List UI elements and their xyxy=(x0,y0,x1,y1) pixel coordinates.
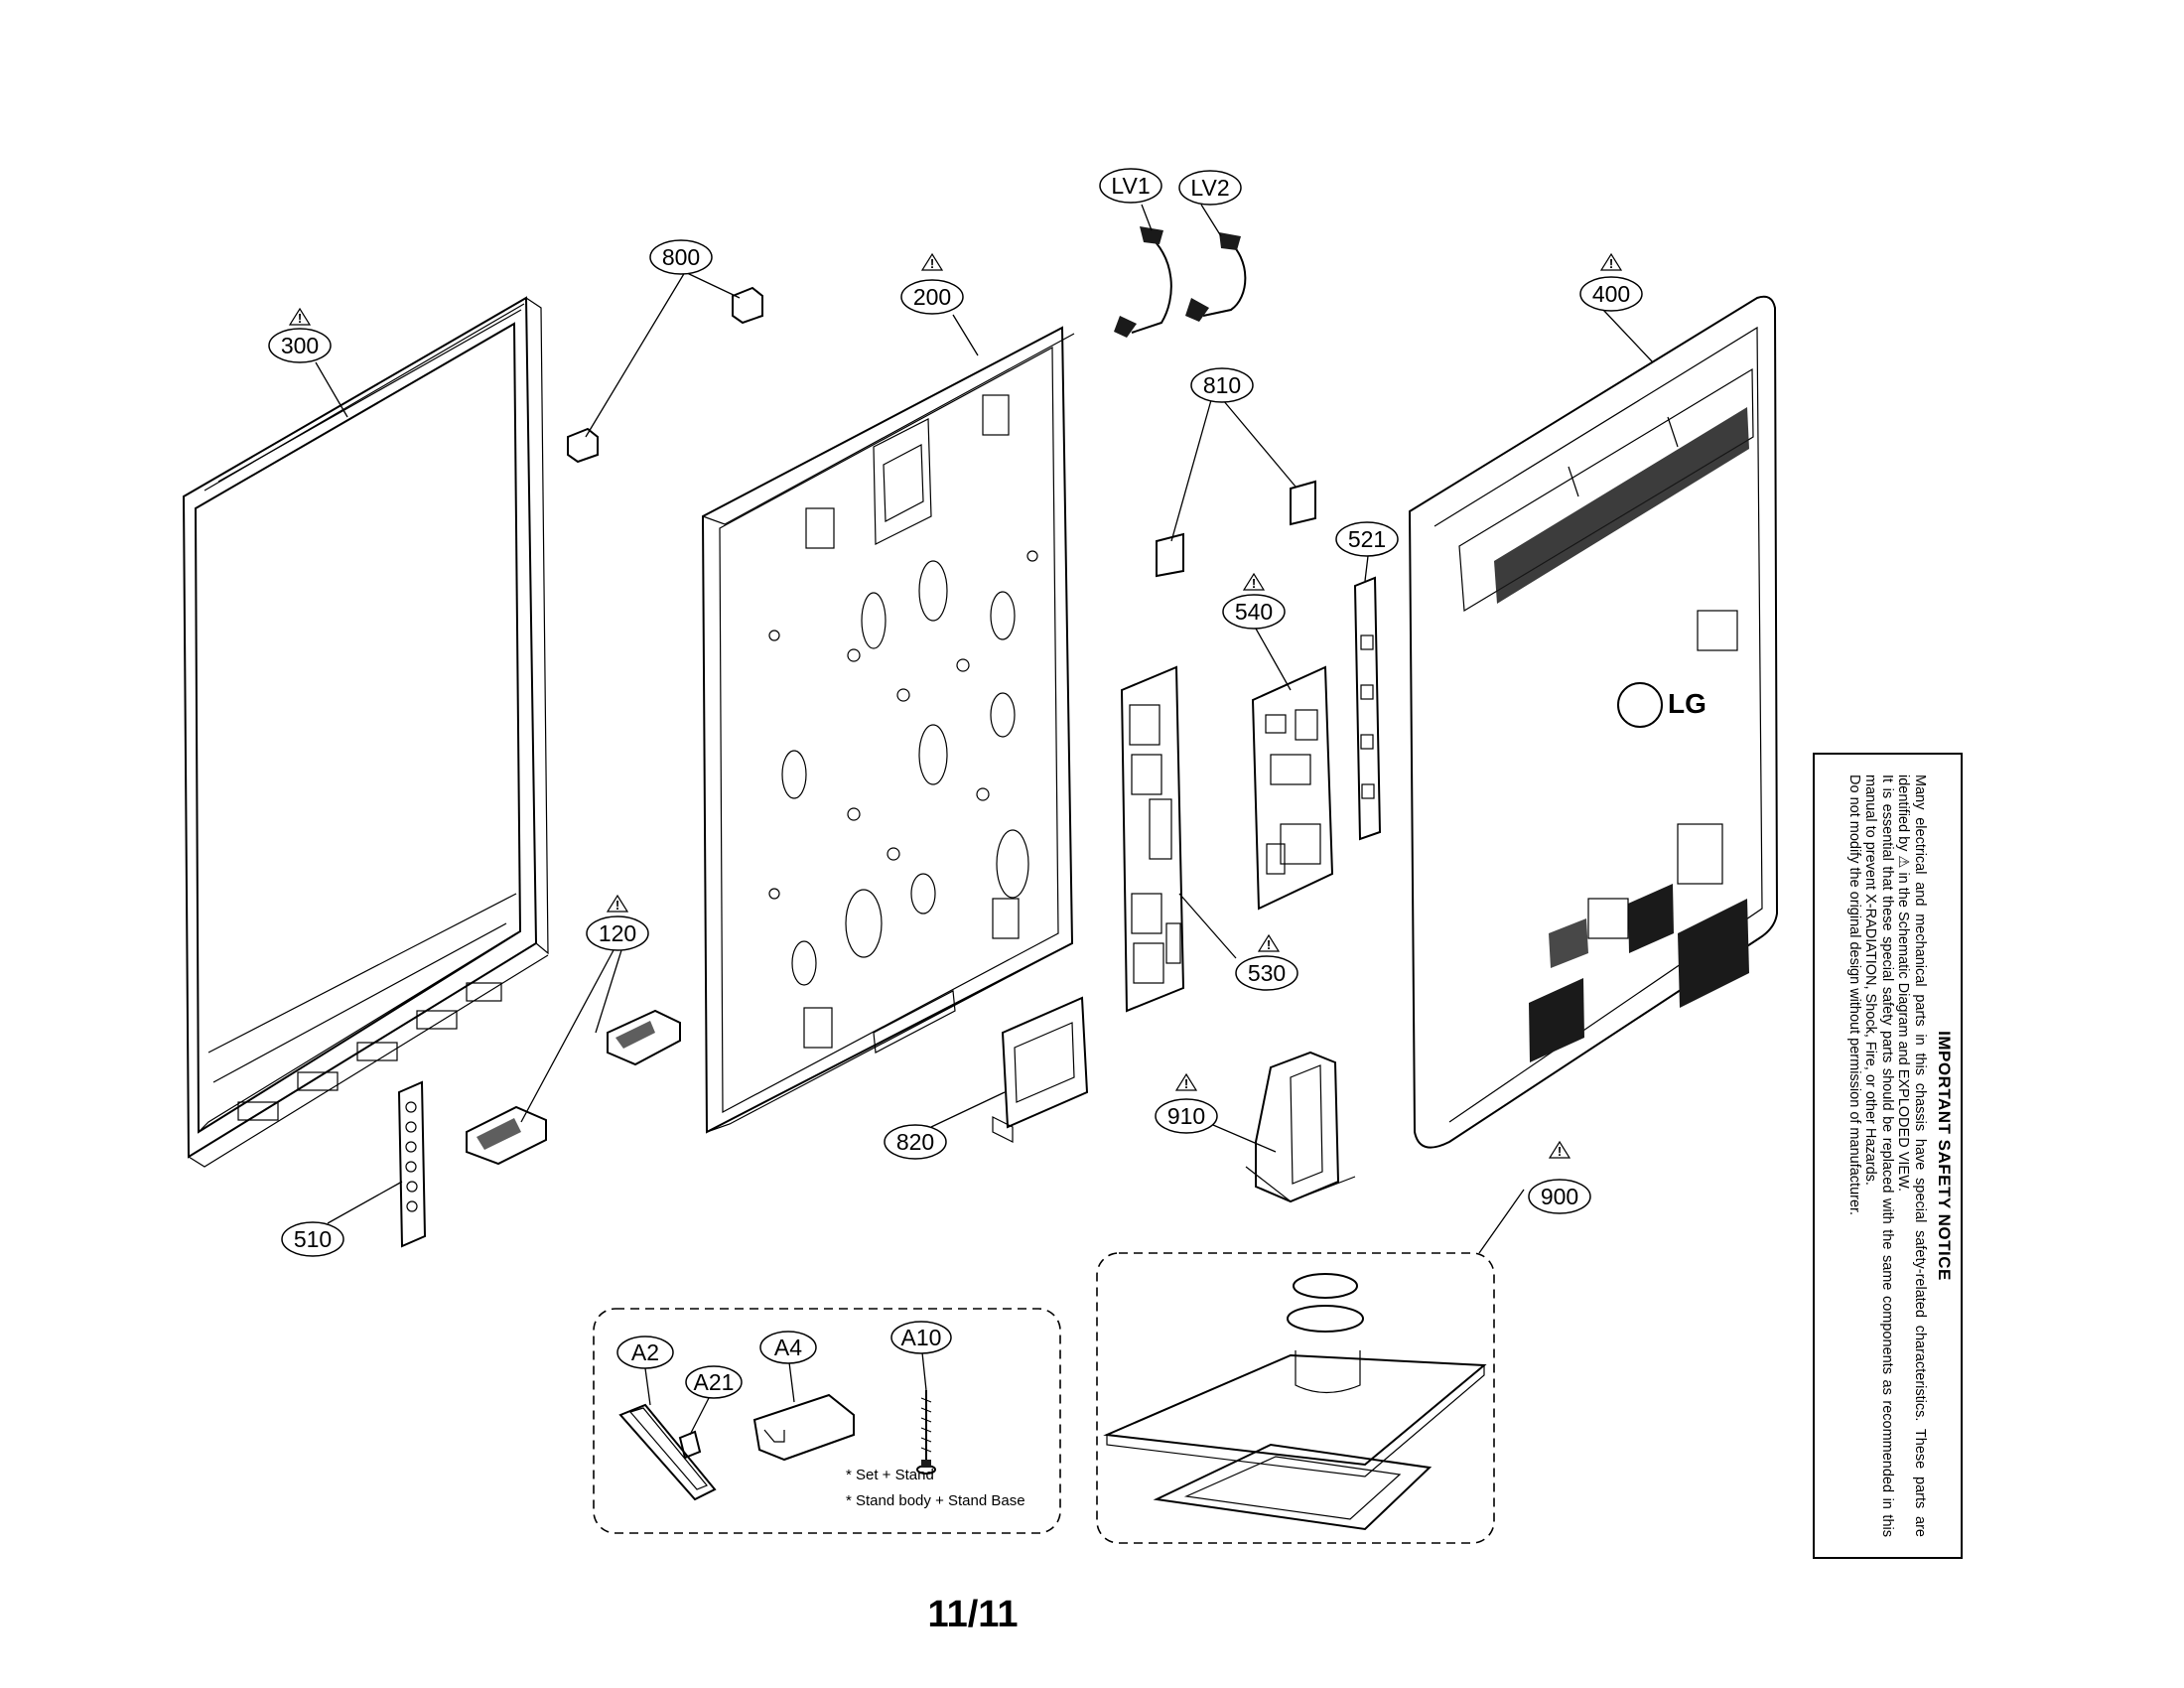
part-a10-screw xyxy=(916,1390,936,1475)
svg-text:A10: A10 xyxy=(901,1325,942,1350)
svg-text:!: ! xyxy=(1558,1144,1562,1159)
callout-a21: A21 xyxy=(685,1365,743,1399)
part-a4-hinge-cover xyxy=(752,1393,855,1462)
callout-lv2: LV2 xyxy=(1178,170,1242,206)
safety-notice-line-1: Many electrical and mechanical parts in … xyxy=(1895,774,1928,1537)
safety-notice-line-2: It is essential that these special safet… xyxy=(1862,774,1895,1537)
svg-text:400: 400 xyxy=(1592,281,1630,307)
safety-notice-content: IMPORTANT SAFETY NOTICE Many electrical … xyxy=(1819,769,1958,1543)
part-120-speakers xyxy=(466,1009,681,1166)
warning-icon-530: ! xyxy=(1257,933,1281,952)
svg-text:!: ! xyxy=(1609,256,1613,271)
warning-icon-300: ! xyxy=(288,307,312,326)
accessory-note-set-stand: * Set + Stand xyxy=(846,1467,934,1483)
warning-triangles: ! ! ! ! ! ! ! ! xyxy=(288,252,1623,1159)
callout-400: 400 xyxy=(1579,276,1643,312)
part-521-side-board xyxy=(1353,576,1382,841)
part-a21-tape xyxy=(678,1430,702,1460)
callout-530: 530 xyxy=(1235,955,1298,991)
part-510-control-board xyxy=(397,1080,427,1248)
callout-900: 900 xyxy=(1528,1179,1591,1214)
svg-text:120: 120 xyxy=(599,920,636,946)
warning-icon-910: ! xyxy=(1174,1072,1198,1091)
svg-text:!: ! xyxy=(615,898,619,913)
warning-icon-120: ! xyxy=(606,894,629,913)
svg-text:!: ! xyxy=(1267,937,1271,952)
svg-text:200: 200 xyxy=(913,284,951,310)
svg-text:A2: A2 xyxy=(631,1339,659,1365)
safety-notice-line-3: Do not modify the original design withou… xyxy=(1845,774,1862,1216)
accessory-note-stand-body-base: * Stand body + Stand Base xyxy=(846,1492,1025,1509)
svg-text:!: ! xyxy=(930,256,934,271)
warning-icon-900: ! xyxy=(1548,1140,1571,1159)
svg-text:LV2: LV2 xyxy=(1190,175,1229,201)
svg-text:LV1: LV1 xyxy=(1111,173,1150,199)
part-910-stand-body xyxy=(1245,1051,1356,1203)
callout-910: 910 xyxy=(1155,1098,1218,1134)
svg-text:510: 510 xyxy=(294,1226,332,1252)
page-number: 11/11 xyxy=(927,1594,1019,1635)
svg-text:A21: A21 xyxy=(694,1369,735,1395)
callout-540: 540 xyxy=(1222,594,1286,630)
callout-300: 300 xyxy=(268,328,332,363)
part-540-main-board xyxy=(1251,665,1334,911)
callout-800: 800 xyxy=(649,239,713,275)
svg-text:810: 810 xyxy=(1203,372,1241,398)
callout-810: 810 xyxy=(1190,367,1254,403)
svg-text:800: 800 xyxy=(662,244,700,270)
svg-text:!: ! xyxy=(298,311,302,326)
callout-510: 510 xyxy=(281,1221,344,1257)
svg-text:910: 910 xyxy=(1167,1103,1205,1129)
callout-120: 120 xyxy=(586,915,649,951)
svg-text:!: ! xyxy=(1252,576,1256,591)
part-900-stand-base xyxy=(1096,1252,1495,1544)
part-lv2-cable xyxy=(1185,232,1247,322)
callout-820: 820 xyxy=(884,1124,947,1160)
warning-icon-540: ! xyxy=(1242,572,1266,591)
part-200-chassis-frame xyxy=(701,326,1075,1134)
part-400-back-cover: LG xyxy=(1408,295,1779,1149)
svg-text:!: ! xyxy=(1184,1076,1188,1091)
svg-text:521: 521 xyxy=(1348,526,1386,552)
lg-logo: LG xyxy=(1617,682,1706,728)
part-530-power-board xyxy=(1120,665,1185,1013)
svg-text:530: 530 xyxy=(1248,960,1286,986)
svg-text:A4: A4 xyxy=(774,1335,802,1360)
callout-521: 521 xyxy=(1335,521,1399,557)
callout-a10: A10 xyxy=(890,1321,952,1354)
accessory-box: * Set + Stand * Stand body + Stand Base xyxy=(593,1308,1061,1534)
callout-a4: A4 xyxy=(759,1331,817,1364)
warning-icon-400: ! xyxy=(1599,252,1623,271)
callout-lv1: LV1 xyxy=(1099,168,1162,204)
part-a2-stand-cover xyxy=(618,1403,717,1501)
safety-notice-body: Many electrical and mechanical parts in … xyxy=(1845,769,1928,1543)
warning-icon-200: ! xyxy=(920,252,944,271)
part-810-brackets xyxy=(1156,480,1316,578)
svg-text:900: 900 xyxy=(1541,1184,1578,1209)
part-lv1-cable xyxy=(1114,226,1172,338)
part-820-bracket xyxy=(992,996,1089,1143)
leader-lines xyxy=(315,204,1654,1436)
part-800-brackets xyxy=(567,286,763,464)
safety-notice-box: IMPORTANT SAFETY NOTICE Many electrical … xyxy=(1813,753,1963,1559)
svg-text:540: 540 xyxy=(1235,599,1273,625)
callout-200: 200 xyxy=(900,279,964,315)
lg-logo-text: LG xyxy=(1668,688,1706,719)
callout-a2: A2 xyxy=(616,1336,674,1369)
svg-text:820: 820 xyxy=(896,1129,934,1155)
part-300-front-bezel xyxy=(182,296,549,1168)
svg-text:300: 300 xyxy=(281,333,319,358)
safety-notice-title: IMPORTANT SAFETY NOTICE xyxy=(1934,1031,1954,1281)
